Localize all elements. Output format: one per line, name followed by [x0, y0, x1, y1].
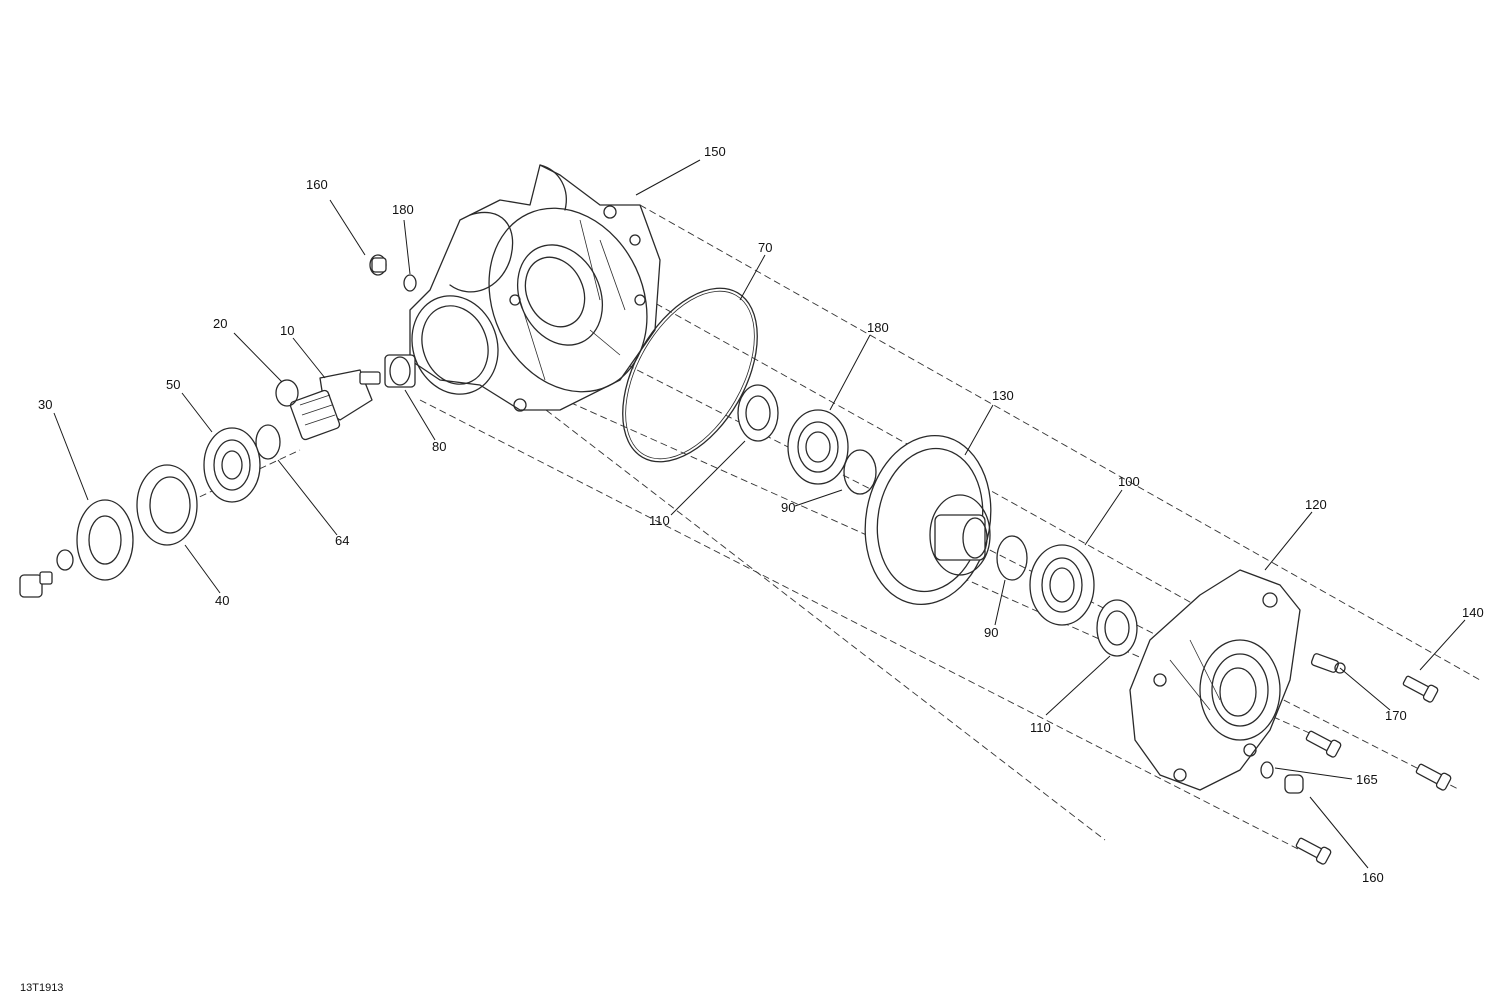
part-110-seal-lower	[1096, 599, 1138, 657]
callout-40: 40	[215, 593, 229, 608]
part-30-seal	[76, 499, 134, 581]
part-70-o-ring	[622, 287, 758, 463]
callout-64: 64	[335, 533, 349, 548]
part-140-bolts	[1295, 675, 1452, 865]
callout-110-lower: 110	[1030, 720, 1051, 735]
callout-50: 50	[166, 377, 180, 392]
part-90-shim-upper	[843, 449, 877, 495]
part-90-shim-lower	[996, 535, 1028, 581]
part-20-snap-ring	[275, 379, 299, 407]
part-110-seal-upper	[737, 384, 779, 442]
callout-150: 150	[704, 144, 726, 159]
part-bolt-left	[19, 571, 53, 598]
part-64-shim	[255, 424, 281, 460]
callout-30: 30	[38, 397, 52, 412]
callout-130: 130	[992, 388, 1014, 403]
diagram-reference-code: 13T1913	[20, 982, 63, 994]
part-160-plug	[369, 254, 387, 276]
callout-170: 170	[1385, 708, 1407, 723]
callout-180-top: 180	[392, 202, 414, 217]
leader-lines	[53, 159, 1466, 869]
callout-100: 100	[1118, 474, 1140, 489]
part-165-ring	[1260, 761, 1274, 779]
callout-70: 70	[758, 240, 772, 255]
assembly-axes	[149, 204, 1481, 851]
callout-labels: 150 160 180 70 20 10 180 50 30 80 130 64…	[38, 144, 1484, 885]
callout-120: 120	[1305, 497, 1327, 512]
callout-140: 140	[1462, 605, 1484, 620]
part-130-ring-gear	[864, 434, 992, 606]
callout-90-upper: 90	[781, 500, 795, 515]
part-washer	[56, 549, 74, 571]
part-160-plug-lower	[1284, 774, 1304, 794]
part-100-bearing	[1029, 544, 1095, 626]
part-80-needle-bearing	[384, 354, 416, 388]
part-10-pinion-shaft	[289, 369, 381, 441]
part-170-breather	[1310, 653, 1346, 674]
callout-160-top: 160	[306, 177, 328, 192]
callout-165: 165	[1356, 772, 1378, 787]
part-180-bearing	[787, 409, 849, 485]
callout-80: 80	[432, 439, 446, 454]
part-180-ring-top	[403, 274, 417, 292]
part-120-cover	[1129, 569, 1301, 791]
callout-160-lower: 160	[1362, 870, 1384, 885]
callout-180-bearing: 180	[867, 320, 889, 335]
part-40-ring-nut	[136, 464, 198, 546]
callout-90-lower: 90	[984, 625, 998, 640]
callout-110-upper: 110	[649, 513, 670, 528]
callout-20: 20	[213, 316, 227, 331]
part-150-housing	[409, 164, 661, 412]
callout-10: 10	[280, 323, 294, 338]
part-50-ball-bearing	[203, 427, 261, 503]
